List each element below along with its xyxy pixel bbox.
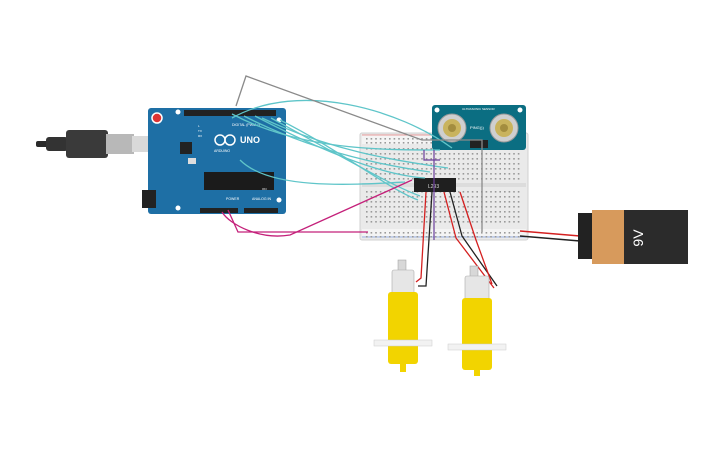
motor-wires — [415, 191, 498, 289]
arduino-l-label: L — [198, 124, 200, 128]
arduino-rx-label: RX — [198, 134, 202, 138]
arduino-power-label: POWER — [226, 197, 240, 201]
l293-driver-chip: L293 — [414, 178, 456, 192]
battery-wires — [519, 230, 581, 242]
signal-wires — [231, 99, 453, 201]
motor-right — [447, 265, 507, 376]
arduino-brand-label: ARDUINO — [214, 149, 230, 153]
sensor-model-label: PING))) — [470, 125, 484, 130]
arduino-tx-label: TX — [198, 129, 202, 133]
gray-wire — [235, 75, 483, 232]
ultrasonic-sensor: ULTRASONIC SENSOR PING))) — [432, 105, 526, 150]
arduino-digital-label: DIGITAL (PWM ~) — [232, 123, 260, 127]
arduino-board: UNO ARDUINO DIGITAL (PWM ~) POWER ANALOG… — [142, 108, 286, 214]
arduino-logo — [214, 134, 236, 146]
motor-left — [373, 259, 433, 372]
battery-label: 9V — [630, 229, 646, 247]
battery-9v: 9V — [578, 210, 688, 264]
arduino-on-label: ON — [262, 187, 267, 191]
power-wires — [221, 179, 413, 237]
arduino-analog-label: ANALOG IN — [252, 197, 272, 201]
usb-cable — [36, 130, 152, 158]
purple-wires — [423, 150, 440, 240]
arduino-model-label: UNO — [240, 135, 260, 145]
sensor-header-label: ULTRASONIC SENSOR — [462, 107, 495, 111]
